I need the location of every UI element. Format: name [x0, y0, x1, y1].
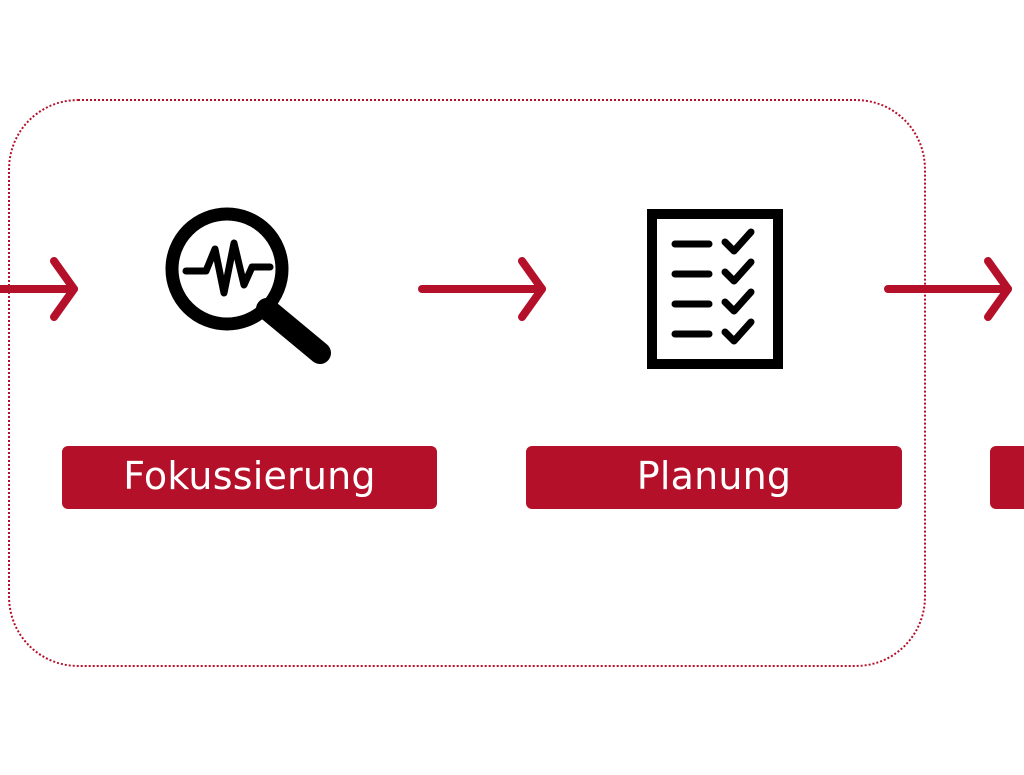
step-label-next [990, 446, 1024, 509]
arrow-right-icon [884, 249, 1014, 329]
arrow-right-icon [0, 249, 80, 329]
step-label-fokussierung: Fokussierung [62, 446, 437, 509]
step-label-planung: Planung [526, 446, 902, 509]
dotted-group-frame [8, 99, 926, 667]
checklist-icon [645, 208, 785, 374]
arrow-right-icon [418, 249, 548, 329]
magnifier-waveform-icon [160, 205, 340, 379]
